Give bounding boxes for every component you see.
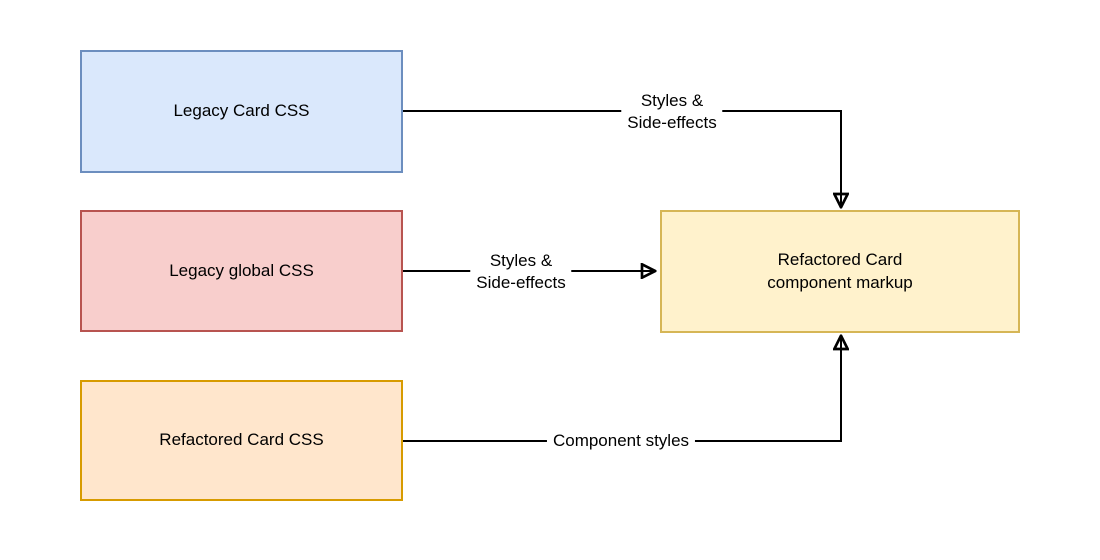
node-refactored-card-markup: Refactored Card component markup (660, 210, 1020, 333)
edge-label-component-styles: Component styles (546, 428, 696, 454)
node-legacy-card-css-label: Legacy Card CSS (173, 101, 310, 121)
node-refactored-card-css-label: Refactored Card CSS (159, 430, 324, 450)
node-legacy-global-css-label: Legacy global CSS (169, 260, 314, 280)
node-legacy-card-css: Legacy Card CSS (80, 50, 403, 173)
node-legacy-global-css: Legacy global CSS (80, 210, 403, 332)
edge-refactored-css-to-markup (403, 337, 841, 442)
edge-legacy-card-to-markup (403, 110, 841, 206)
edge-label-styles-side-effects-middle: Styles & Side-effects (470, 248, 572, 296)
node-refactored-card-css: Refactored Card CSS (80, 380, 403, 501)
edge-label-styles-side-effects-top: Styles & Side-effects (621, 88, 723, 136)
node-refactored-card-markup-label: Refactored Card component markup (767, 250, 913, 292)
